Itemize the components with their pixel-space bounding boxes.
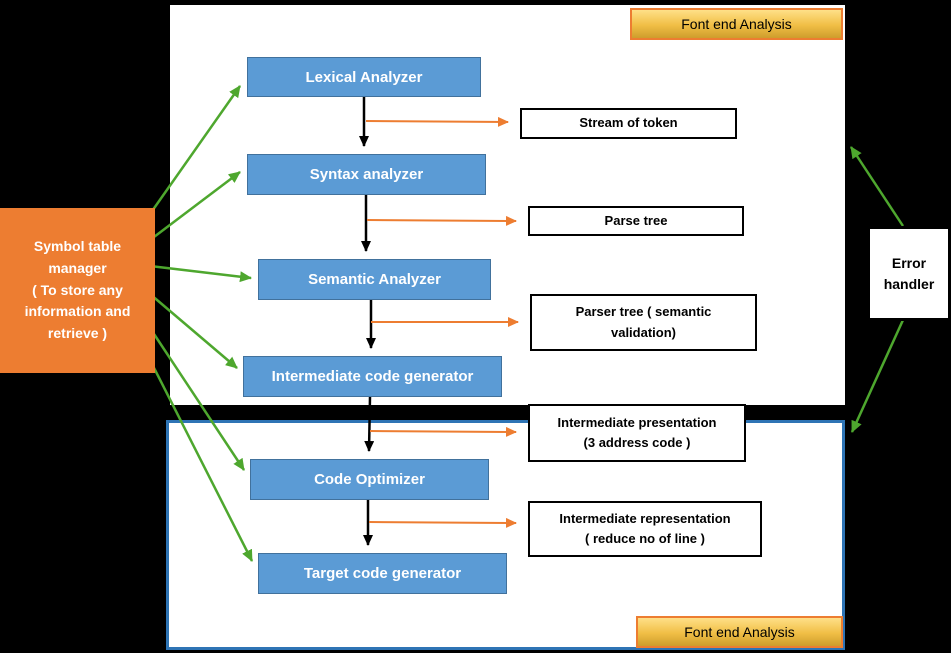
frontend-analysis-badge: Font end Analysis	[630, 8, 843, 40]
symbol-table-manager-box: Symbol table manager ( To store any info…	[0, 208, 155, 373]
output-intermediate-representation: Intermediate representation ( reduce no …	[528, 501, 762, 557]
output-parse-tree: Parse tree	[528, 206, 744, 236]
symbol-table-manager-subtitle: ( To store any information and retrieve …	[24, 281, 131, 342]
error-handler-box: Error handler	[867, 226, 951, 321]
symbol-table-manager-title: Symbol table manager	[33, 238, 122, 276]
arrow-error-to-frontend	[849, 146, 905, 227]
backend-analysis-badge: Font end Analysis	[636, 616, 843, 648]
process-code-optimizer: Code Optimizer	[250, 459, 489, 500]
process-target-code-generator: Target code generator	[258, 553, 507, 594]
frontend-analysis-badge-label: Font end Analysis	[681, 16, 792, 32]
process-syntax-analyzer: Syntax analyzer	[247, 154, 486, 195]
output-parser-tree-semantic-validation: Parser tree ( semantic validation)	[530, 294, 757, 351]
process-lexical-analyzer: Lexical Analyzer	[247, 57, 481, 97]
output-intermediate-presentation: Intermediate presentation (3 address cod…	[528, 404, 746, 462]
backend-analysis-badge-label: Font end Analysis	[684, 624, 795, 640]
arrow-error-to-backend	[850, 319, 905, 433]
process-intermediate-code-generator: Intermediate code generator	[243, 356, 502, 397]
output-stream-of-token: Stream of token	[520, 108, 737, 139]
process-semantic-analyzer: Semantic Analyzer	[258, 259, 491, 300]
error-handler-label: Error handler	[883, 254, 935, 292]
